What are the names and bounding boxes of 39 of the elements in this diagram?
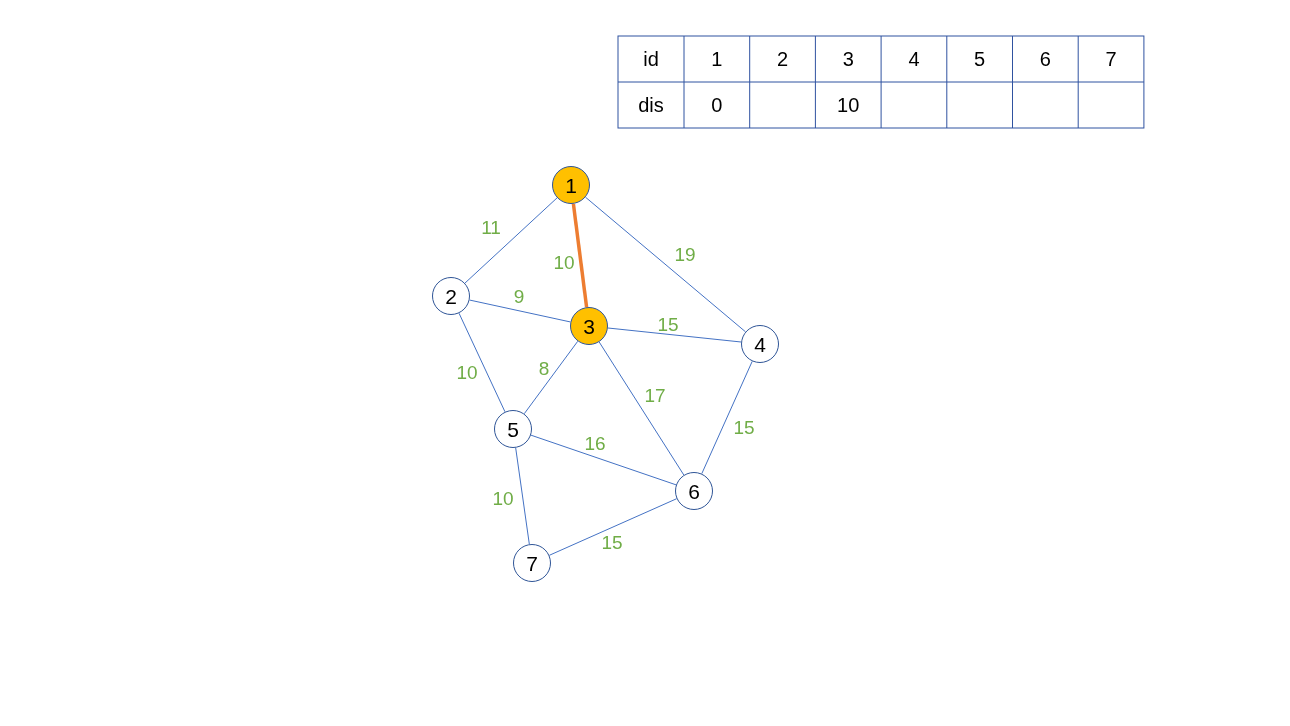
table-text: 3 xyxy=(842,49,854,69)
connector-line xyxy=(585,196,746,333)
connector-line xyxy=(530,434,677,486)
connector-line xyxy=(598,341,685,476)
table-text: dis xyxy=(638,95,664,115)
connector-line xyxy=(607,327,742,343)
edge-label: 15 xyxy=(657,314,679,334)
node-number: 2 xyxy=(445,285,457,307)
node-number: 5 xyxy=(507,418,519,440)
table-text: 6 xyxy=(1039,49,1051,69)
edge-label: 16 xyxy=(584,433,606,453)
edge-label: 10 xyxy=(553,252,575,272)
table-text: id xyxy=(643,49,659,69)
edge-label: 10 xyxy=(492,488,514,508)
edge-label: 9 xyxy=(513,286,525,306)
connector-line xyxy=(469,299,571,323)
edge-label: 8 xyxy=(538,358,550,378)
edge-label: 19 xyxy=(674,244,696,264)
node-number: 4 xyxy=(754,333,766,355)
table-text: 2 xyxy=(776,49,789,69)
node-number: 3 xyxy=(583,315,595,337)
edge-label: 15 xyxy=(733,417,755,437)
edge-label: 10 xyxy=(456,362,478,382)
edge-label: 11 xyxy=(481,217,501,237)
node-number: 7 xyxy=(526,552,538,574)
table-text: 0 xyxy=(711,95,723,115)
connector-line xyxy=(523,340,579,415)
edge-label: 17 xyxy=(644,385,666,405)
edge-label: 15 xyxy=(601,532,623,552)
node-number: 6 xyxy=(688,480,700,502)
table-text: 1 xyxy=(711,49,723,69)
table-text: 4 xyxy=(908,49,920,69)
connector-line xyxy=(571,203,589,308)
table-text: 5 xyxy=(974,49,986,69)
table-text: 10 xyxy=(837,95,860,115)
connector-line xyxy=(515,447,530,545)
connector-line xyxy=(464,197,558,284)
table-text: 7 xyxy=(1105,49,1117,69)
node-number: 1 xyxy=(565,174,577,196)
